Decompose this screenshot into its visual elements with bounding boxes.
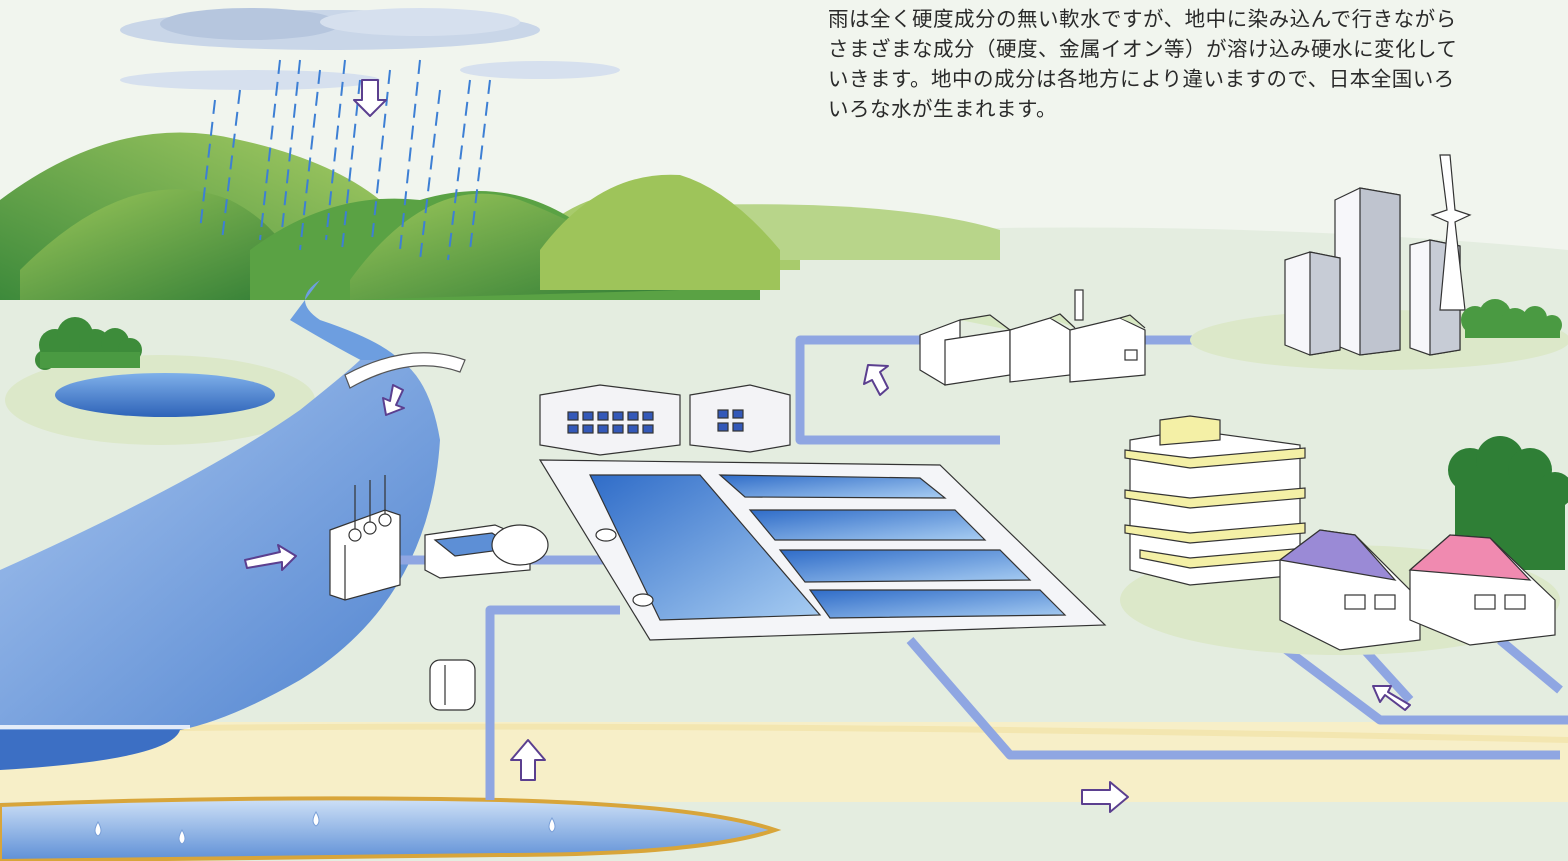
tree-icon [35,317,142,370]
purification-plant-building [539,384,791,456]
bridge [344,352,466,389]
filtration-pools [538,459,1107,641]
description-line: いきます。地中の成分は各地方により違いますので、日本全国いろ [828,67,1455,91]
groundwater [0,796,782,861]
description-line: さまざまな成分（硬度、金属イオン等）が溶け込み硬水に変化して [828,37,1458,61]
description-line: いろな水が生まれます。 [828,97,1057,121]
description-line: 雨は全く硬度成分の無い軟水ですが、地中に染み込んで行きながら [828,7,1457,31]
factory [919,289,1146,386]
rain [199,59,491,261]
pump-house [429,659,476,711]
lake [5,355,315,445]
city-buildings [1190,154,1568,370]
settling-basin [424,524,549,579]
river [0,280,440,770]
description-text: 雨は全く硬度成分の無い軟水ですが、地中に染み込んで行きながら さまざまな成分（硬… [828,4,1558,124]
residential-area [1120,415,1568,655]
mountains [0,132,780,300]
droplet-icon [94,811,556,845]
intake-facility [329,475,401,601]
flow-arrow-icon [244,79,1411,813]
rain-cloud-icon [120,8,620,90]
